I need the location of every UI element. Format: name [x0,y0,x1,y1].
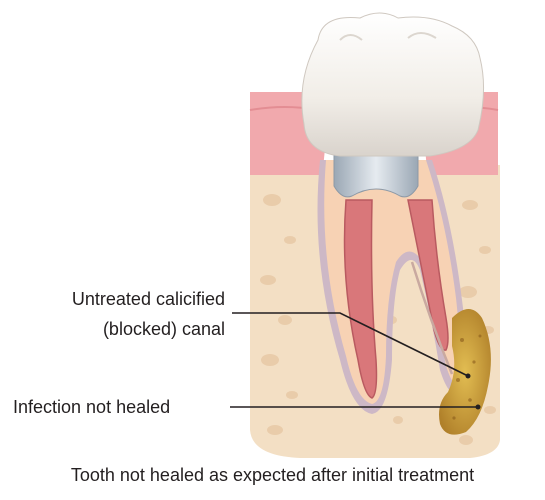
label-blocked-canal: (blocked) canal [103,318,225,340]
tooth-crown [302,13,484,156]
figure-caption: Tooth not healed as expected after initi… [0,465,545,486]
label-untreated-canal: Untreated calicified [72,288,225,310]
label-infection: Infection not healed [13,396,170,418]
